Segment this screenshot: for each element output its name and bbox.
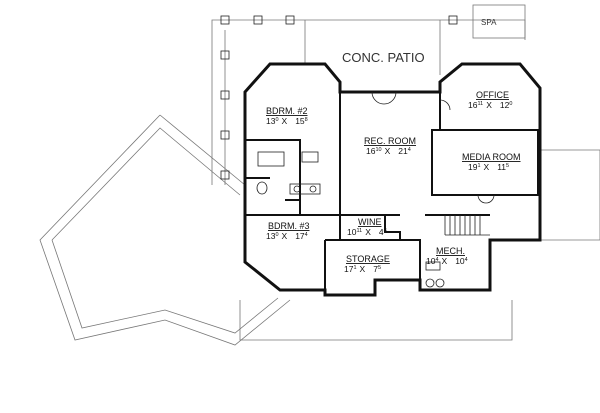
interior-walls <box>245 92 539 290</box>
media-door <box>477 194 495 204</box>
laundry <box>301 151 319 163</box>
patio-label: CONC. PATIO <box>342 50 425 65</box>
stairs <box>444 215 490 236</box>
column-markers <box>220 15 458 180</box>
patio-outline <box>211 4 600 241</box>
room-name: BDRM. #3 <box>268 221 310 231</box>
vanity <box>289 183 321 195</box>
patio-door <box>371 91 397 105</box>
room-name: STORAGE <box>346 254 390 264</box>
spa <box>472 4 526 39</box>
office-door <box>439 99 451 111</box>
room-name: MEDIA ROOM <box>462 152 521 162</box>
bathtub <box>257 151 285 167</box>
roof-outline <box>39 114 513 346</box>
room-name: BDRM. #2 <box>266 106 308 116</box>
room-name: OFFICE <box>476 90 509 100</box>
room-name: REC. ROOM <box>364 136 416 146</box>
fixtures <box>256 91 495 288</box>
room-name: WINE <box>358 217 382 227</box>
exterior-walls <box>243 62 542 297</box>
toilet <box>256 181 268 195</box>
spa-label: SPA <box>481 18 497 27</box>
room-name: MECH. <box>436 246 465 256</box>
furnace <box>425 261 441 271</box>
